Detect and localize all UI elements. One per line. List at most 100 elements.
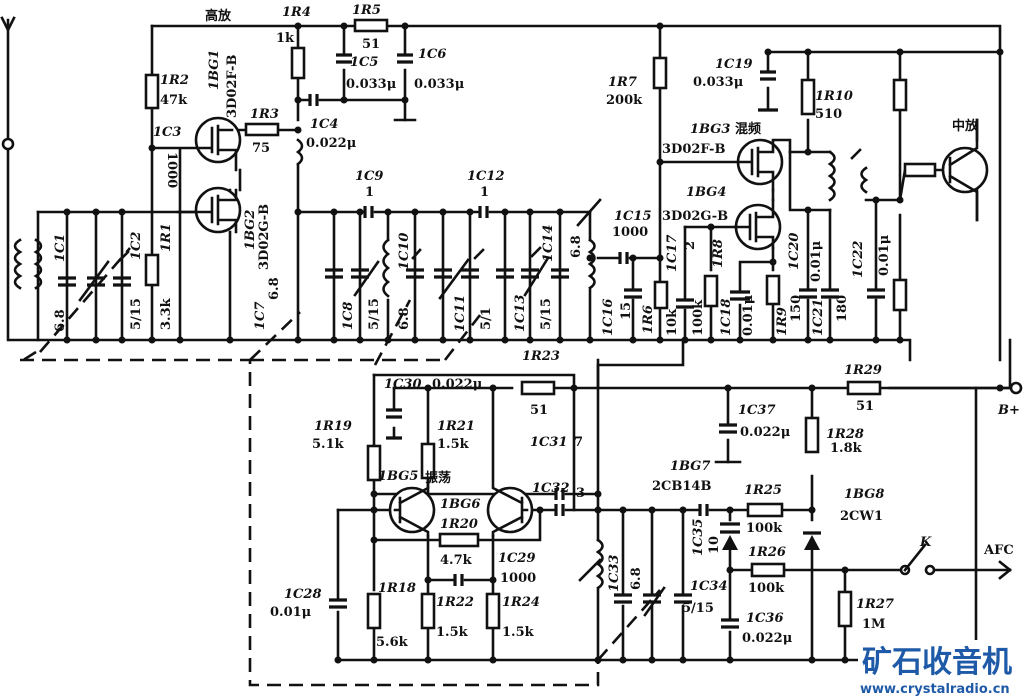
value-c9: 1	[365, 185, 374, 200]
capacitor-c18	[730, 290, 750, 301]
label-oscillator: 振荡	[425, 470, 451, 486]
value-c11: 5/1	[479, 307, 494, 330]
label-c13: 1C13	[513, 295, 528, 332]
value-r27: 1M	[862, 617, 885, 632]
label-r5: 1R5	[352, 3, 381, 18]
label-c21: 1C21	[811, 299, 826, 336]
label-r19: 1R19	[314, 419, 352, 434]
value-r23: 51	[530, 403, 548, 418]
value-r2: 47k	[160, 93, 188, 108]
value-c8: 5/15	[367, 298, 382, 330]
label-c33: 1C33	[607, 555, 622, 592]
resistor-r18	[366, 592, 382, 630]
label-bg3: 1BG3	[690, 122, 730, 137]
junction-dots	[63, 22, 1004, 664]
value-c33: 6.8	[629, 567, 644, 590]
label-c17: 1C17	[665, 235, 680, 272]
resistor-bias-if	[892, 78, 908, 112]
diodes	[720, 522, 821, 550]
watermark-title: 矿石收音机	[862, 645, 1012, 680]
label-c8: 1C8	[341, 302, 356, 330]
terminal-b-plus	[1009, 381, 1023, 395]
label-r22: 1R22	[436, 595, 474, 610]
value-r26: 100k	[748, 581, 785, 596]
resistor-r25	[746, 502, 784, 518]
value-c20: 0.01μ	[809, 240, 824, 282]
tuning-slug-marks	[576, 148, 862, 582]
label-r1: 1R1	[159, 223, 174, 252]
label-c37: 1C37	[738, 403, 775, 418]
value-r1: 3.3k	[159, 297, 174, 330]
antenna-terminal	[1, 137, 15, 151]
label-bg1: 1BG1	[207, 50, 222, 90]
value-c18: 0.01μ	[741, 294, 756, 336]
label-mixer: 混频	[735, 121, 761, 137]
resistor-r1	[144, 253, 160, 287]
resistor-r19	[366, 444, 382, 482]
label-c1: 1C1	[53, 234, 68, 262]
label-c15: 1C15	[614, 209, 651, 224]
value-r4: 1k	[276, 31, 295, 46]
resistor-r24	[485, 592, 501, 630]
label-r6: 1R6	[641, 305, 656, 334]
value-c2: 5/15	[129, 298, 144, 330]
label-c29: 1C29	[498, 551, 535, 566]
inductor-osc	[595, 538, 604, 590]
value-c5: 0.033μ	[346, 77, 397, 92]
label-c4: 1C4	[310, 117, 338, 132]
label-c7: 1C7	[253, 302, 268, 330]
labels: 高放 混频 振荡 中放 1R4 1k 1R5 51 1C5 0.033μ 1C6…	[53, 3, 1020, 650]
label-c16: 1C16	[601, 299, 616, 336]
value-r8: 100k	[691, 299, 706, 336]
label-c22: 1C22	[851, 241, 866, 278]
value-c3: 1000	[164, 152, 179, 188]
value-c34: 5/15	[682, 601, 714, 616]
resistor-r29	[846, 380, 882, 396]
label-c30: 1C30	[384, 377, 421, 392]
label-bg4: 1BG4	[686, 185, 726, 200]
resistor-r26	[750, 562, 786, 578]
label-c20: 1C20	[787, 233, 802, 270]
label-c36: 1C36	[746, 611, 783, 626]
value-bg3: 3D02F-B	[662, 142, 725, 157]
label-if-amp: 中放	[952, 118, 979, 134]
label-bg6: 1BG6	[440, 497, 480, 512]
capacitor-c29	[453, 574, 464, 586]
capacitor-c16	[624, 288, 642, 299]
resistor-r8	[703, 274, 719, 308]
value-r28: 1.8k	[830, 441, 863, 456]
value-c15: 1000	[612, 225, 648, 240]
label-r4: 1R4	[282, 5, 311, 20]
inductor-if-secondary	[860, 166, 869, 194]
label-r27: 1R27	[856, 597, 894, 612]
inductor-l3	[587, 238, 596, 290]
label-c10: 1C10	[397, 233, 412, 270]
resistor-r2	[144, 73, 160, 110]
value-bg1: 3D02F-B	[225, 55, 240, 118]
value-r10: 510	[815, 107, 842, 122]
capacitor-c6	[397, 53, 413, 64]
label-b-plus: B+	[997, 403, 1020, 418]
resistor-if-lower	[892, 278, 908, 312]
label-r25: 1R25	[744, 483, 782, 498]
capacitors	[58, 53, 885, 629]
label-r20: 1R20	[440, 517, 478, 532]
capacitor-c31	[554, 488, 565, 500]
value-c31: 7	[574, 435, 583, 450]
label-c12: 1C12	[467, 169, 504, 184]
value-r3: 75	[252, 141, 270, 156]
label-bg5: 1BG5	[378, 469, 418, 484]
label-c6: 1C6	[418, 47, 446, 62]
label-r23: 1R23	[522, 349, 560, 364]
label-bg2: 1BG2	[243, 210, 258, 250]
value-r25: 100k	[746, 521, 783, 536]
label-r8: 1R8	[711, 239, 726, 268]
value-c13: 5/15	[539, 298, 554, 330]
capacitor-c20	[799, 288, 817, 299]
inductor-l2	[382, 238, 391, 298]
capacitor-c17	[676, 298, 694, 309]
resistor-r3	[244, 122, 280, 137]
label-c32: 1C32	[532, 481, 569, 496]
resistor-r8b	[765, 274, 781, 306]
capacitor-c7	[325, 268, 343, 279]
